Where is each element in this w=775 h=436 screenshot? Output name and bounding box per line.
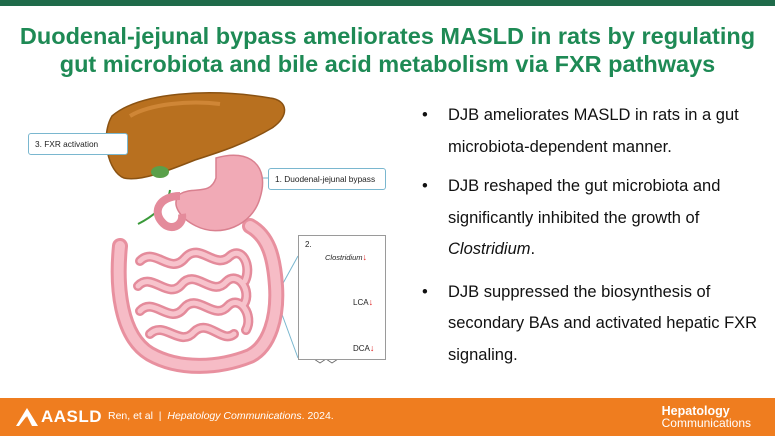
journal-name: Hepatology Communications	[167, 410, 302, 422]
stomach	[175, 154, 264, 232]
citation: Ren, et al | Hepatology Communications. …	[108, 410, 334, 422]
aasld-logo-text: AASLD	[41, 407, 103, 426]
panel-number: 2.	[305, 240, 312, 249]
key-findings-list: DJB ameliorates MASLD in rats in a gut m…	[422, 100, 762, 385]
dca-label: DCA↓	[353, 343, 375, 353]
slide-title: Duodenal-jejunal bypass ameliorates MASL…	[19, 23, 756, 77]
finding-2: DJB reshaped the gut microbiota and sign…	[422, 171, 762, 266]
decrease-arrow-icon: ↓	[362, 252, 368, 262]
top-accent-bar	[0, 0, 775, 6]
aasld-logo-icon	[16, 408, 38, 426]
liver	[105, 92, 286, 180]
small-intestine	[133, 247, 254, 343]
finding-1: DJB ameliorates MASLD in rats in a gut m…	[422, 100, 762, 163]
footer-bar: AASLD Ren, et al | Hepatology Communicat…	[0, 398, 775, 436]
journal-brand: Hepatology Communications	[661, 404, 751, 430]
microbiota-bile-acid-panel: 2. Clostridium↓ LCA↓ DCA↓	[298, 235, 386, 360]
clostridium-label: Clostridium↓	[325, 252, 368, 262]
anatomy-illustration: 3. FXR activation 1. Duodenal-jejunal by…	[20, 86, 400, 386]
bypass-limb	[153, 192, 187, 232]
fxr-activation-callout: 3. FXR activation	[28, 133, 128, 155]
aasld-logo: AASLD	[16, 407, 102, 427]
gi-tract-drawing	[105, 92, 372, 374]
djb-callout: 1. Duodenal-jejunal bypass	[268, 168, 386, 190]
gallbladder	[151, 166, 169, 178]
decrease-arrow-icon: ↓	[368, 297, 374, 307]
finding-3: DJB suppressed the biosynthesis of secon…	[422, 277, 762, 372]
decrease-arrow-icon: ↓	[369, 343, 375, 353]
lca-label: LCA↓	[353, 297, 374, 307]
clostridium-term: Clostridium	[448, 240, 531, 258]
